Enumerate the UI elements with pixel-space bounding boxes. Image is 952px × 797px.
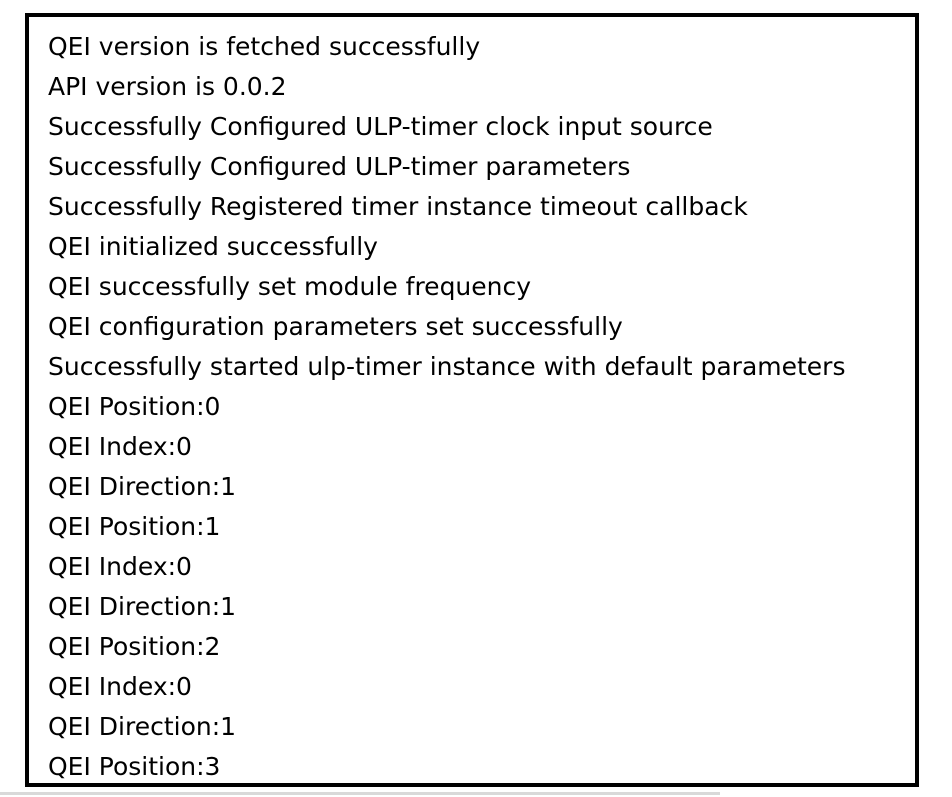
log-line: QEI initialized successfully — [48, 232, 378, 261]
log-line: QEI Position:0 — [48, 392, 221, 421]
log-line: QEI Position:2 — [48, 632, 221, 661]
log-line: API version is 0.0.2 — [48, 72, 287, 101]
log-line: QEI Direction:1 — [48, 712, 237, 741]
log-line: QEI Position:1 — [48, 512, 221, 541]
bottom-divider — [0, 792, 720, 795]
log-line: QEI version is fetched successfully — [48, 32, 481, 61]
log-line: Successfully Registered timer instance t… — [48, 192, 748, 221]
console-log-list: QEI version is fetched successfully API … — [48, 27, 846, 787]
log-line: Successfully started ulp-timer instance … — [48, 352, 846, 381]
log-line: QEI Index:0 — [48, 552, 192, 581]
log-line: QEI successfully set module frequency — [48, 272, 532, 301]
log-line: Successfully Configured ULP-timer parame… — [48, 152, 631, 181]
log-line: QEI Direction:1 — [48, 472, 237, 501]
console-output-panel: QEI version is fetched successfully API … — [25, 13, 919, 787]
log-line: Successfully Configured ULP-timer clock … — [48, 112, 713, 141]
log-line: QEI Index:0 — [48, 432, 192, 461]
log-line: QEI configuration parameters set success… — [48, 312, 623, 341]
log-line: QEI Index:0 — [48, 672, 192, 701]
log-line: QEI Position:3 — [48, 752, 221, 781]
log-line: QEI Direction:1 — [48, 592, 237, 621]
